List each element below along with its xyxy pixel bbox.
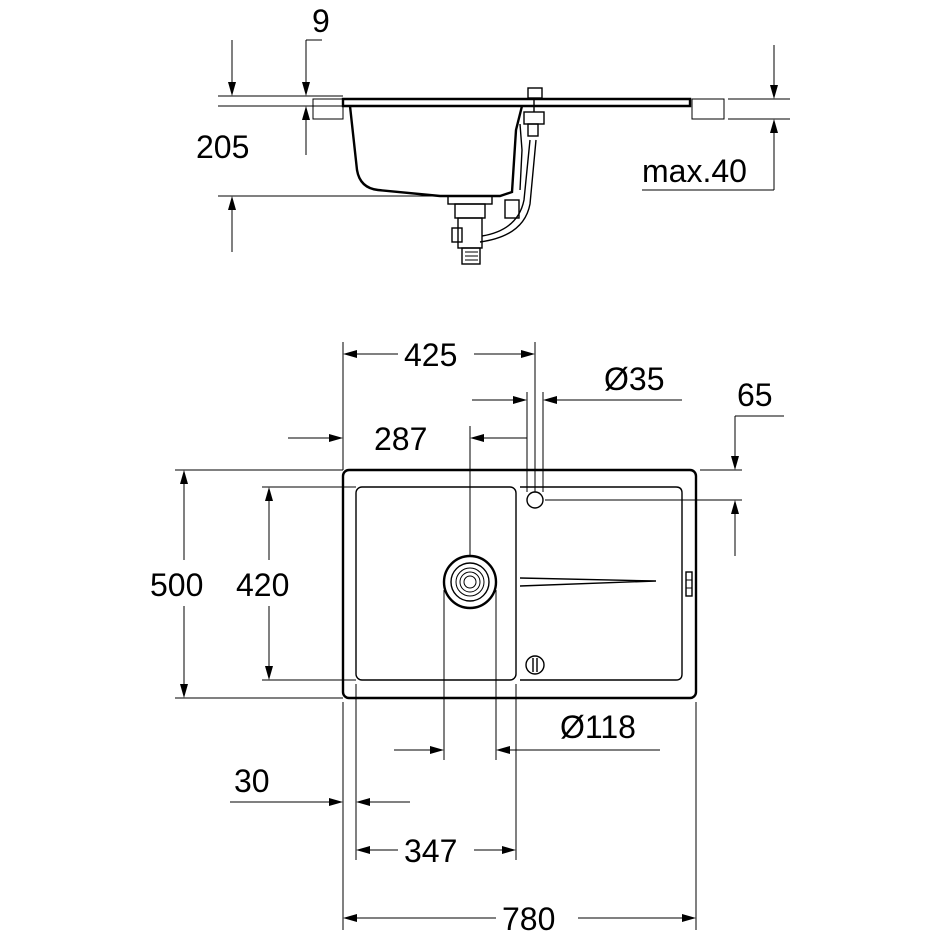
- waste-diameter-label: Ø118: [560, 709, 636, 745]
- drainer-groove: [519, 577, 657, 587]
- waste-fitting: [447, 195, 493, 265]
- dimension-depth: 205: [196, 40, 448, 252]
- dimension-bowl-width: 347: [356, 684, 517, 869]
- tap-fitting: [519, 87, 545, 191]
- rim-thickness-label: 9: [312, 3, 330, 39]
- dimension-overall-depth: 500: [150, 469, 343, 699]
- dimension-bowl-inset: 30: [230, 684, 410, 930]
- overall-depth-label: 500: [150, 567, 203, 603]
- dimension-waste-diameter: Ø118: [394, 590, 660, 760]
- overflow-hole: [525, 655, 545, 675]
- drainer-outline: [520, 486, 683, 681]
- waste-strainer-icon: [442, 554, 498, 610]
- bowl-depth-label: 420: [236, 567, 289, 603]
- overall-width-label: 780: [502, 901, 555, 937]
- bowl-inset-label: 30: [234, 763, 270, 799]
- dimension-tap-offset: 425: [342, 337, 536, 492]
- dimension-waste-offset: 287: [288, 421, 527, 556]
- bowl-width-label: 347: [404, 833, 457, 869]
- sink-outline: [341, 468, 698, 700]
- worktop-right: [691, 98, 725, 120]
- tap-hole: [526, 491, 544, 509]
- side-slot: [685, 571, 693, 597]
- sink-rim: [341, 97, 692, 108]
- dimension-overall-width: 780: [343, 702, 697, 937]
- dimension-rim-thickness: 9: [218, 3, 343, 155]
- tap-offset-label: 425: [404, 337, 457, 373]
- dimension-bowl-depth: 420: [236, 486, 356, 681]
- dimension-tap-hole-diameter: Ø35: [472, 361, 682, 492]
- bowl-profile: [348, 105, 524, 198]
- overflow-tube: [481, 139, 531, 237]
- waste-offset-label: 287: [374, 421, 427, 457]
- worktop-left: [312, 98, 344, 120]
- worktop-max-label: max.40: [642, 153, 747, 189]
- top-view: 425 Ø35 65: [150, 337, 784, 937]
- side-view: 9 205 max.40: [196, 3, 790, 265]
- bowl-outline: [355, 486, 517, 681]
- dimension-tap-hole-inset: 65: [545, 377, 784, 556]
- tap-hole-inset-label: 65: [737, 377, 773, 413]
- depth-label: 205: [196, 129, 249, 165]
- dimension-worktop-max: max.40: [642, 45, 790, 191]
- tap-hole-diameter-label: Ø35: [604, 361, 664, 397]
